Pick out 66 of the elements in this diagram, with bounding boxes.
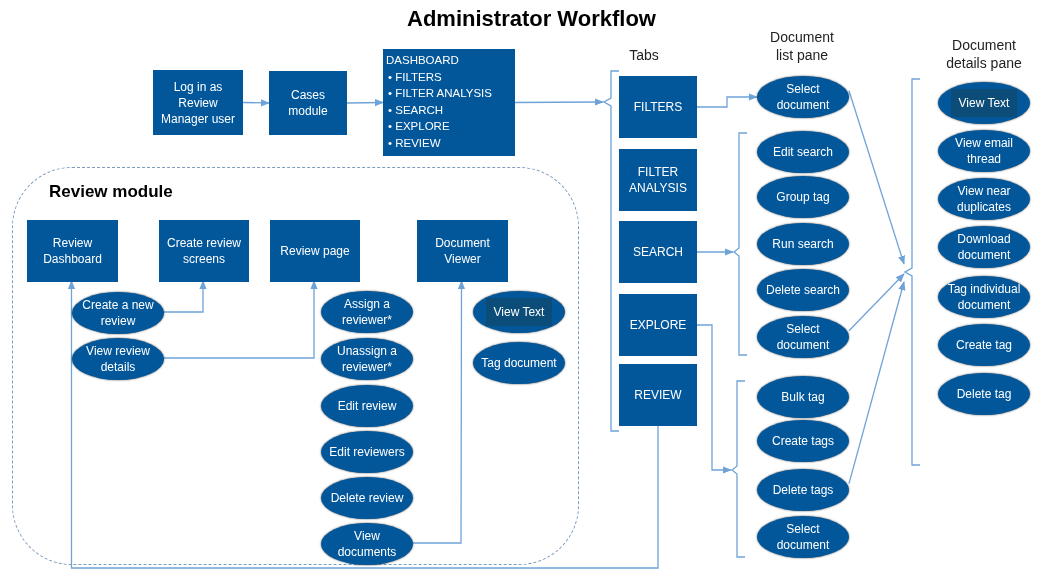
arrow <box>346 98 384 107</box>
action-ellipse: Create tag <box>938 324 1030 366</box>
action-ellipse: Select document <box>757 316 849 358</box>
arrow <box>848 90 905 265</box>
process-box: Log in as Review Manager user <box>153 70 243 135</box>
action-ellipse: Group tag <box>757 176 849 218</box>
action-ellipse: Delete review <box>321 477 413 519</box>
action-ellipse: Select document <box>757 516 849 558</box>
action-ellipse: Tag individual document <box>938 276 1030 318</box>
highlighted-text: View Text <box>485 298 553 326</box>
column-heading: Document details pane <box>945 36 1023 72</box>
dashed-region <box>12 167 579 565</box>
list-item: • SEARCH <box>388 102 445 118</box>
action-ellipse: Delete tags <box>757 469 849 511</box>
action-ellipse <box>473 291 565 333</box>
action-ellipse: Delete tag <box>938 373 1030 415</box>
arrow <box>696 324 732 474</box>
action-ellipse: View review details <box>72 338 164 380</box>
process-box: Review Dashboard <box>27 220 118 282</box>
action-ellipse: Download document <box>938 226 1030 268</box>
action-ellipse: Edit reviewers <box>321 431 413 473</box>
list-item: • FILTER ANALYSIS <box>388 86 493 101</box>
process-box: REVIEW <box>619 364 697 426</box>
arrow <box>848 273 905 332</box>
process-box: Create review screens <box>159 220 249 282</box>
process-box: Review page <box>270 220 360 282</box>
action-ellipse: Unassign a reviewer* <box>321 338 413 380</box>
highlighted-text: View Text <box>950 89 1018 117</box>
arrow <box>848 281 906 485</box>
process-box: FILTER ANALYSIS <box>619 149 697 211</box>
process-box: EXPLORE <box>619 294 697 356</box>
list-item: • FILTERS <box>388 69 443 85</box>
action-ellipse: View near duplicates <box>938 178 1030 220</box>
process-box <box>383 49 515 156</box>
arrow <box>411 280 466 544</box>
arrow <box>696 248 734 256</box>
action-ellipse: Create a new review <box>72 292 164 334</box>
action-ellipse: Run search <box>757 223 849 265</box>
arrow <box>162 280 318 359</box>
action-ellipse: Edit review <box>321 385 413 427</box>
list-item: • EXPLORE <box>388 119 451 134</box>
column-heading: Document list pane <box>769 28 835 64</box>
process-box: FILTERS <box>619 76 697 138</box>
action-ellipse: View documents <box>321 523 413 565</box>
arrow <box>696 93 758 108</box>
column-heading: Tabs <box>628 46 660 64</box>
action-ellipse: Select document <box>757 76 849 118</box>
process-box: Document Viewer <box>417 220 508 282</box>
action-ellipse: View email thread <box>938 130 1030 172</box>
region-title: Review module <box>49 182 173 202</box>
action-ellipse: Tag document <box>473 342 565 384</box>
action-ellipse: Create tags <box>757 420 849 462</box>
action-ellipse: Delete search <box>757 269 849 311</box>
process-box: Cases module <box>269 71 347 135</box>
list-heading: DASHBOARD <box>386 53 460 68</box>
arrow <box>162 280 207 313</box>
arrow <box>67 280 659 569</box>
action-ellipse: Edit search <box>757 131 849 173</box>
list-item: • REVIEW <box>388 135 442 151</box>
process-box: SEARCH <box>619 221 697 283</box>
action-ellipse: Bulk tag <box>757 376 849 418</box>
action-ellipse: Assign a reviewer* <box>321 291 413 333</box>
arrow <box>242 99 270 107</box>
action-ellipse <box>938 82 1030 124</box>
arrow <box>514 98 604 106</box>
diagram-title: Administrator Workflow <box>407 6 656 32</box>
